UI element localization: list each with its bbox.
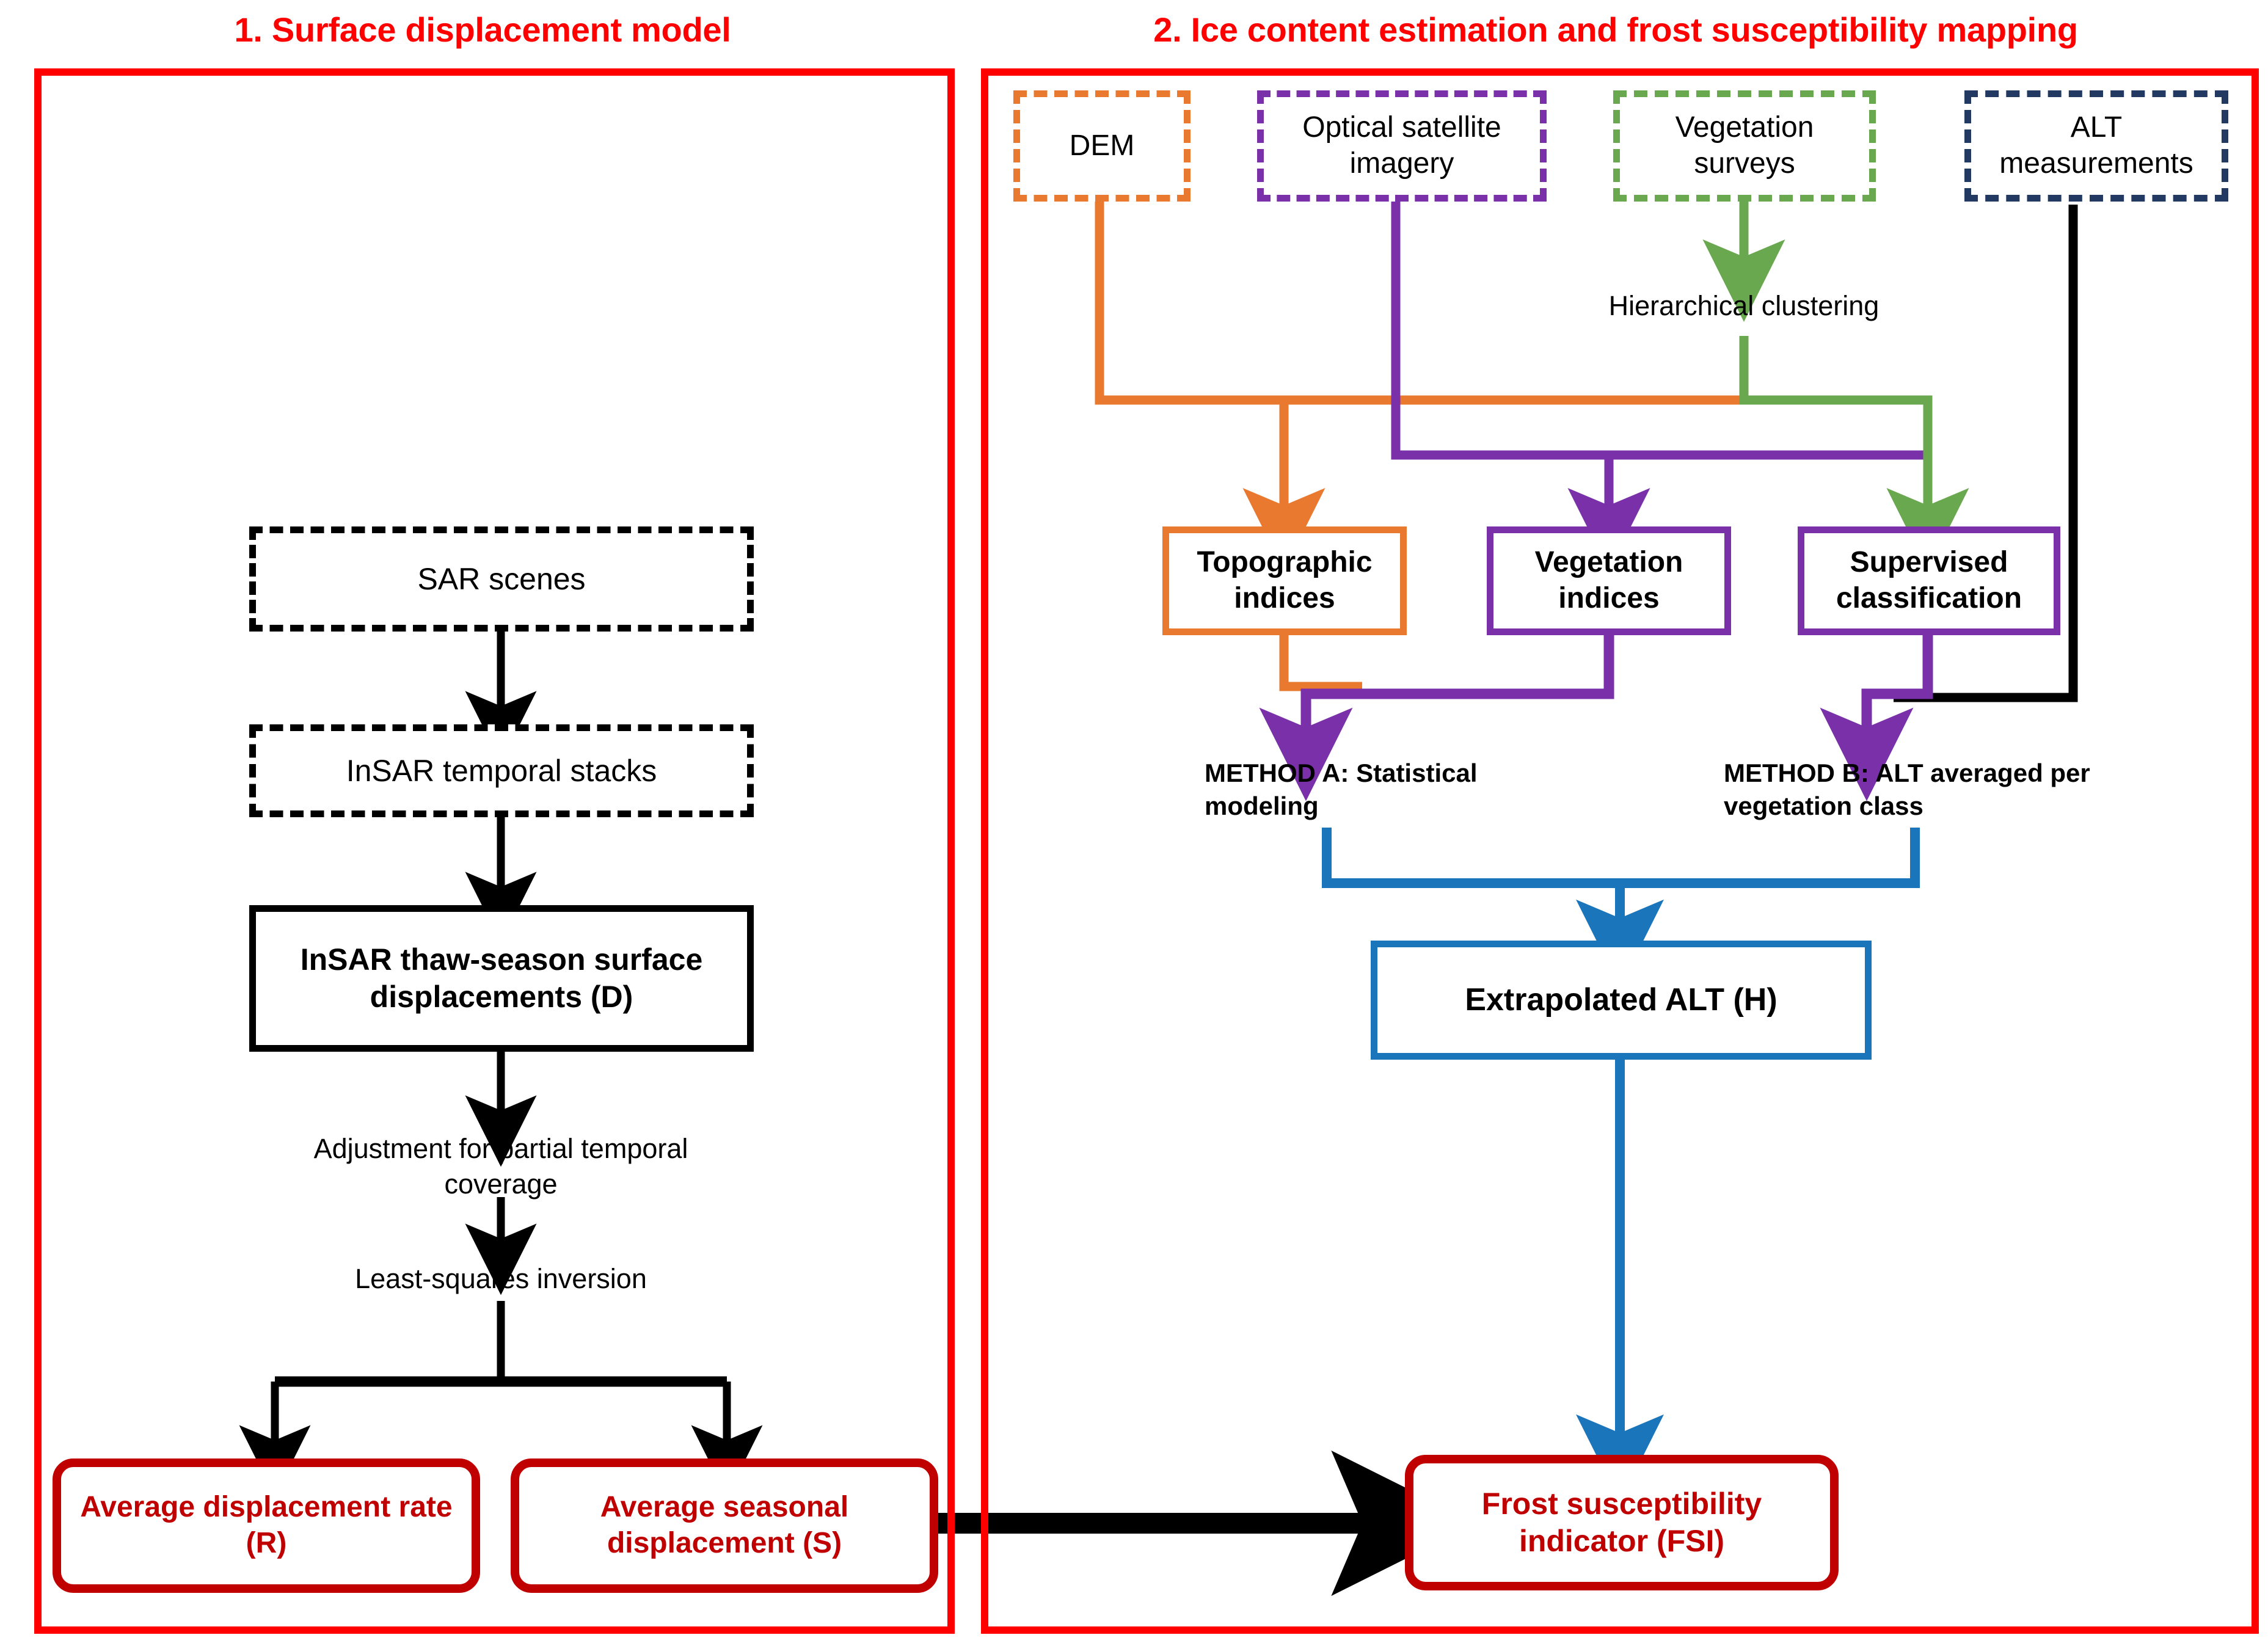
input-dem[interactable]: DEM xyxy=(1013,90,1191,202)
panel-1-frame xyxy=(34,68,955,1634)
panel-1-title: 1. Surface displacement model xyxy=(234,10,731,49)
node-extrapolated-alt[interactable]: Extrapolated ALT (H) xyxy=(1371,941,1872,1060)
label-method-b: METHOD B: ALT averaged per vegetation cl… xyxy=(1724,759,2090,820)
input-alt-measurements[interactable]: ALT measurements xyxy=(1964,90,2228,202)
node-insar-temporal-stacks[interactable]: InSAR temporal stacks xyxy=(249,724,754,817)
node-average-displacement-rate[interactable]: Average displacement rate (R) xyxy=(53,1458,480,1593)
node-supervised-classification[interactable]: Supervised classification xyxy=(1798,526,2060,635)
node-average-seasonal-displacement[interactable]: Average seasonal displacement (S) xyxy=(511,1458,938,1593)
input-vegetation-surveys[interactable]: Vegetation surveys xyxy=(1613,90,1876,202)
label-adjustment-partial-temporal-coverage: Adjustment for partial temporal coverage xyxy=(313,1133,688,1200)
label-method-a: METHOD A: Statistical modeling xyxy=(1205,759,1478,820)
label-least-squares-inversion: Least-squares inversion xyxy=(355,1263,647,1295)
node-sar-scenes[interactable]: SAR scenes xyxy=(249,526,754,632)
label-hierarchical-clustering: Hierarchical clustering xyxy=(1608,290,1880,322)
node-insar-thaw-season-displacements[interactable]: InSAR thaw-season surface displacements … xyxy=(249,905,754,1052)
panel-2-frame xyxy=(981,68,2259,1634)
panel-2-title: 2. Ice content estimation and frost susc… xyxy=(1153,10,2078,49)
node-vegetation-indices[interactable]: Vegetation indices xyxy=(1487,526,1731,635)
node-topographic-indices[interactable]: Topographic indices xyxy=(1162,526,1407,635)
input-optical-satellite-imagery[interactable]: Optical satellite imagery xyxy=(1257,90,1547,202)
node-frost-susceptibility-indicator[interactable]: Frost susceptibility indicator (FSI) xyxy=(1405,1455,1839,1590)
